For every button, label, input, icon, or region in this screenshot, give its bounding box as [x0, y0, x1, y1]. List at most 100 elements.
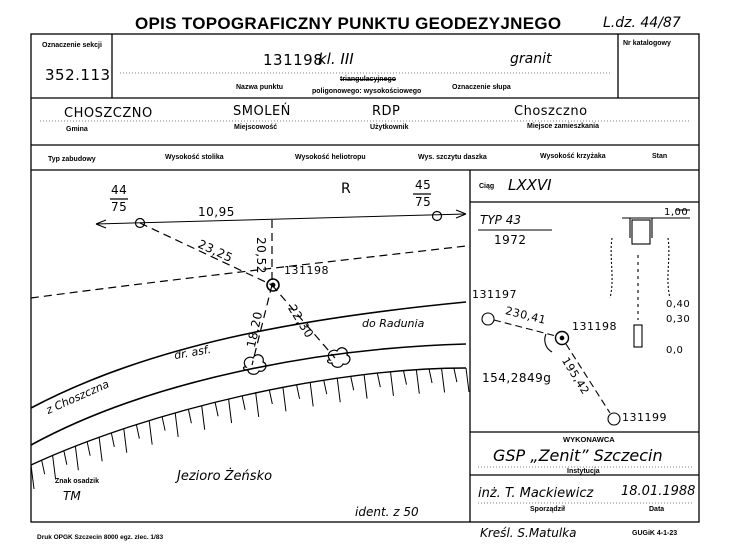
monument-top-icon: [629, 218, 653, 238]
uzytkownik-value: RDP: [372, 104, 401, 119]
instytucja-label: Instytucja: [567, 468, 600, 475]
hachure-tick: [350, 376, 355, 391]
dist-10-95: 10,95: [196, 205, 237, 219]
traverse-next-label: 131199: [622, 411, 667, 424]
road-edge-bottom: [30, 343, 467, 446]
hachure-tick: [135, 424, 140, 439]
form-code: GUGiK 4-1-23: [632, 530, 678, 537]
hachure-tick: [41, 460, 46, 475]
rok-value: 1972: [494, 233, 527, 247]
tree-icon-2: [326, 347, 351, 368]
point-number: 131198: [263, 51, 324, 69]
document-title: OPIS TOPOGRAFICZNY PUNKTU GEODEZYJNEGO: [135, 14, 562, 33]
hachure-tick: [214, 402, 219, 417]
right-arrow-icon: [455, 209, 467, 219]
hachure-tick: [110, 432, 115, 448]
hachure-tick: [148, 420, 153, 445]
r-label: R: [341, 181, 352, 197]
hachure-tick: [86, 441, 91, 456]
kresl-value: Kreśl. S.Matulka: [480, 526, 577, 540]
print-note: Druk OPGK Szczecin 8000 egz. zlec. 1/83: [37, 534, 164, 541]
hachure-tick: [123, 428, 128, 453]
hachure-tick: [161, 416, 166, 431]
outer-border: [30, 33, 700, 523]
hachure-tick: [63, 450, 68, 465]
gmina-value: CHOSZCZNO: [64, 106, 153, 121]
hachure-tick: [376, 372, 381, 388]
hachure-tick: [465, 367, 470, 393]
point-label: 131198: [284, 264, 329, 277]
road-destination: do Radunia: [362, 317, 425, 330]
triangulacyjnego-label: triangulacyjnego: [340, 76, 397, 83]
material-value: granit: [510, 51, 552, 67]
wysokosc-krzyzaka-label: Wysokość krzyżaka: [540, 153, 606, 160]
ref-left-bottom: 75: [111, 200, 128, 214]
hachure-tick: [187, 409, 192, 424]
miejsce-zamieszkania-value: Choszczno: [514, 104, 588, 119]
road-edge-top: [30, 301, 467, 409]
typ-zabudowy-label: Typ zabudowy: [48, 156, 96, 163]
oznaczenie-sekcji-label: Oznaczenie sekcji: [42, 42, 102, 49]
wysokosc-heliotropu-label: Wysokość heliotropu: [295, 154, 366, 161]
left-arrow-icon: [95, 219, 107, 229]
main-point-marker: [266, 278, 280, 292]
hachure-tick: [74, 446, 79, 471]
traverse-mid-point: [554, 330, 570, 346]
traverse-next-point: [607, 412, 621, 426]
ref-left-top: 44: [111, 183, 128, 197]
nr-katalogowy-label: Nr katalogowy: [623, 40, 671, 47]
hachure-tick: [282, 387, 287, 412]
wykonawca-label: WYKONAWCA: [563, 435, 615, 444]
ciag-value: LXXVI: [508, 176, 552, 194]
hachure-tick: [30, 464, 35, 490]
lake-name: Jezioro Żeńsko: [177, 469, 273, 484]
institution-value: GSP „Zenit” Szczecin: [493, 446, 663, 465]
hachure-tick: [428, 368, 433, 384]
stan-label: Stan: [652, 153, 668, 160]
hachure-tick: [309, 382, 314, 407]
ref-right-top: 45: [415, 178, 432, 192]
hachure-tick: [415, 369, 420, 394]
underground-marker: [633, 324, 643, 348]
dim-1-00: 1,00: [664, 207, 689, 218]
ref-point-right: [431, 210, 443, 222]
hachure-tick: [241, 395, 246, 410]
traverse-angle: 154,2849g: [482, 371, 552, 385]
monument-block: [631, 219, 651, 245]
hachure-tick: [389, 371, 394, 396]
hachure-tick: [255, 392, 260, 417]
miejscowosc-label: Miejscowość: [234, 124, 278, 131]
hachure-tick: [402, 370, 407, 385]
hachure-tick: [296, 384, 301, 399]
traverse-prev-point: [481, 312, 495, 326]
hachure-tick: [453, 368, 458, 383]
hachure-tick: [174, 412, 179, 437]
oznaczenie-sekcji-value: 352.113: [45, 66, 111, 84]
poligonowego-label: poligonowego: wysokościowego: [312, 88, 422, 95]
hachure-tick: [98, 437, 103, 462]
point-class: kl. III: [318, 50, 354, 68]
hachure-tick: [228, 398, 233, 424]
sporzadzil-value: inż. T. Mackiewicz: [478, 486, 594, 501]
traverse-mid-label: 131198: [572, 320, 617, 333]
nazwa-punktu-label: Nazwa punktu: [236, 84, 284, 91]
ident-note: ident. z 50: [355, 505, 419, 519]
hachure-tick: [323, 380, 328, 395]
ref-right-bottom: 75: [415, 195, 432, 209]
miejscowosc-value: SMOLEŃ: [233, 104, 291, 119]
embankment-hatching: [30, 367, 470, 490]
znak-label: Znak osadzik: [55, 478, 99, 485]
date-value: 18.01.1988: [621, 484, 696, 499]
ldz-reference: L.dz. 44/87: [603, 15, 681, 31]
hachure-tick: [336, 378, 341, 403]
miejsce-zamieszkania-label: Miejsce zamieszkania: [527, 123, 599, 130]
uzytkownik-label: Użytkownik: [370, 124, 409, 131]
typ-value: TYP 43: [480, 213, 521, 227]
hachure-tick: [52, 455, 57, 480]
angle-arc: [544, 333, 553, 353]
oznaczenie-slupa-label: Oznaczenie słupa: [452, 84, 511, 91]
znak-value: TM: [63, 489, 81, 503]
